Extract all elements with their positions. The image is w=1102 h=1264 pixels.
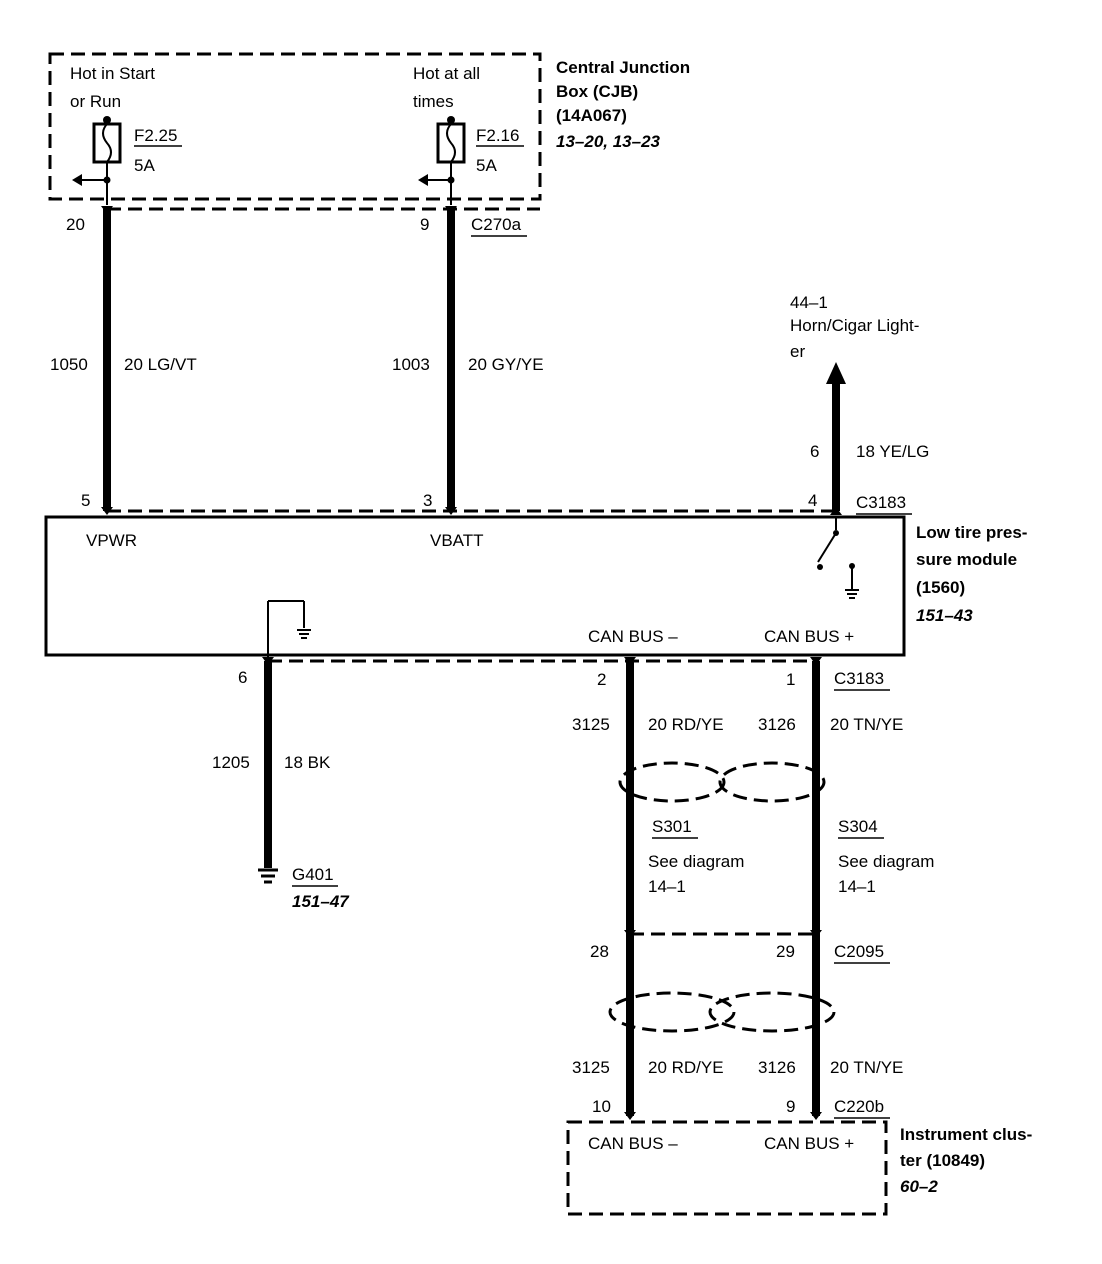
module-title-line1: Low tire pres- — [916, 523, 1027, 542]
cluster-title-line1: Instrument clus- — [900, 1125, 1032, 1144]
cluster-dashed-outline — [566, 1120, 888, 1216]
connector-c2095: 28 29 C2095 — [590, 930, 890, 964]
c2095-pin-left: 28 — [590, 942, 609, 961]
connector-c3183-top: 5 3 4 C3183 — [81, 491, 912, 515]
connector-c270a: 20 9 C270a — [66, 206, 540, 237]
arrow-up-icon — [826, 362, 846, 384]
splice-s301-name: S301 — [652, 817, 692, 836]
splice-s304-name: S304 — [838, 817, 878, 836]
splice-s301-note1: See diagram — [648, 852, 744, 871]
fuse-f2-16-icon — [418, 116, 466, 205]
ground-ref: 151–47 — [292, 892, 350, 911]
splice-s304-dot — [812, 818, 820, 826]
module-ground-icon — [845, 589, 859, 599]
fuse2-amp: 5A — [476, 156, 497, 175]
horn-label-line2: er — [790, 342, 805, 361]
c220b-name: C220b — [834, 1097, 884, 1116]
wire-ground-spec: 18 BK — [284, 753, 331, 772]
c3183-pin-ground: 6 — [238, 668, 247, 687]
horn-label-line1: Horn/Cigar Light- — [790, 316, 919, 335]
module-outline — [44, 515, 906, 657]
module-title-line2: sure module — [916, 550, 1017, 569]
horn-code: 44–1 — [790, 293, 828, 312]
ground-g401-icon — [258, 868, 278, 884]
module-ref: 151–43 — [916, 606, 973, 625]
cjb-hot-start-run-line2: or Run — [70, 92, 121, 111]
wire-vbatt-circuit: 1003 — [392, 355, 430, 374]
c220b-pin-right: 9 — [786, 1097, 795, 1116]
fuse1-amp: 5A — [134, 156, 155, 175]
wire-can-plus-upper-spec: 20 TN/YE — [830, 715, 903, 734]
c3183-bottom-name: C3183 — [834, 669, 884, 688]
horn-cigar-lighter-output: 44–1 Horn/Cigar Light- er 6 18 YE/LG — [790, 293, 929, 511]
connector-c3183-bottom: 6 2 1 C3183 — [238, 657, 890, 691]
wire-can-plus-lower-circuit: 3126 — [758, 1058, 796, 1077]
c3183-top-name: C3183 — [856, 493, 906, 512]
cjb-dashed-outline — [48, 52, 542, 201]
cluster-ref: 60–2 — [900, 1177, 938, 1196]
module-can-minus-label: CAN BUS – — [588, 627, 678, 646]
wire-can-plus-lower-spec: 20 TN/YE — [830, 1058, 903, 1077]
low-tire-pressure-module: VPWR VBATT CAN BUS – CAN BUS + Low t — [44, 515, 1027, 661]
c270a-pin-right: 9 — [420, 215, 429, 234]
wire-can-minus-lower-circuit: 3125 — [572, 1058, 610, 1077]
c270a-name: C270a — [471, 215, 522, 234]
module-can-plus-label: CAN BUS + — [764, 627, 854, 646]
ground-name: G401 — [292, 865, 334, 884]
wire-vbatt-spec: 20 GY/YE — [468, 355, 544, 374]
wire-can-minus-upper-circuit: 3125 — [572, 715, 610, 734]
splice-s304-note1: See diagram — [838, 852, 934, 871]
wire-can-minus-upper-spec: 20 RD/YE — [648, 715, 724, 734]
internal-ground-path — [267, 600, 311, 661]
central-junction-box: Hot in Start or Run Hot at all times F2.… — [48, 52, 690, 205]
module-vbatt-label: VBATT — [430, 531, 484, 550]
cluster-can-minus-label: CAN BUS – — [588, 1134, 678, 1153]
cjb-hot-start-run-line1: Hot in Start — [70, 64, 155, 83]
splice-s301-note2: 14–1 — [648, 877, 686, 896]
c3183-pin-can-plus: 1 — [786, 670, 795, 689]
twisted-pair-upper-icon — [618, 761, 826, 803]
c3183-pin-can-minus: 2 — [597, 670, 606, 689]
switch-icon — [817, 517, 855, 590]
splice-s304-note2: 14–1 — [838, 877, 876, 896]
c3183-pin-vpwr: 5 — [81, 491, 90, 510]
cluster-can-plus-label: CAN BUS + — [764, 1134, 854, 1153]
wire-can-minus-lower-spec: 20 RD/YE — [648, 1058, 724, 1077]
c220b-pin-left: 10 — [592, 1097, 611, 1116]
module-vpwr-label: VPWR — [86, 531, 137, 550]
connector-c220b: 10 9 C220b — [592, 1097, 890, 1120]
c270a-pin-left: 20 — [66, 215, 85, 234]
horn-wire-pin: 6 — [810, 442, 819, 461]
c2095-pin-right: 29 — [776, 942, 795, 961]
wire-ground-circuit: 1205 — [212, 753, 250, 772]
cjb-ref: 13–20, 13–23 — [556, 132, 661, 151]
splice-s301-dot — [626, 818, 634, 826]
fuse1-id: F2.25 — [134, 126, 177, 145]
cjb-hot-all-line2: times — [413, 92, 454, 111]
wire-can-plus-upper-circuit: 3126 — [758, 715, 796, 734]
cjb-title-line2: Box (CJB) — [556, 82, 638, 101]
twisted-pair-lower-icon — [608, 991, 836, 1033]
fuse2-id: F2.16 — [476, 126, 519, 145]
cjb-title-line3: (14A067) — [556, 106, 627, 125]
module-title-line3: (1560) — [916, 578, 965, 597]
c3183-pin-vbatt: 3 — [423, 491, 432, 510]
cjb-title-line1: Central Junction — [556, 58, 690, 77]
wire-vpwr-spec: 20 LG/VT — [124, 355, 197, 374]
horn-wire-spec: 18 YE/LG — [856, 442, 929, 461]
instrument-cluster: CAN BUS – CAN BUS + Instrument clus- ter… — [566, 1120, 1032, 1216]
c3183-pin-horn: 4 — [808, 491, 817, 510]
fuse-f2-25-icon — [72, 116, 122, 205]
wire-vpwr-circuit: 1050 — [50, 355, 88, 374]
c2095-name: C2095 — [834, 942, 884, 961]
cluster-title-line2: ter (10849) — [900, 1151, 985, 1170]
cjb-hot-all-line1: Hot at all — [413, 64, 480, 83]
